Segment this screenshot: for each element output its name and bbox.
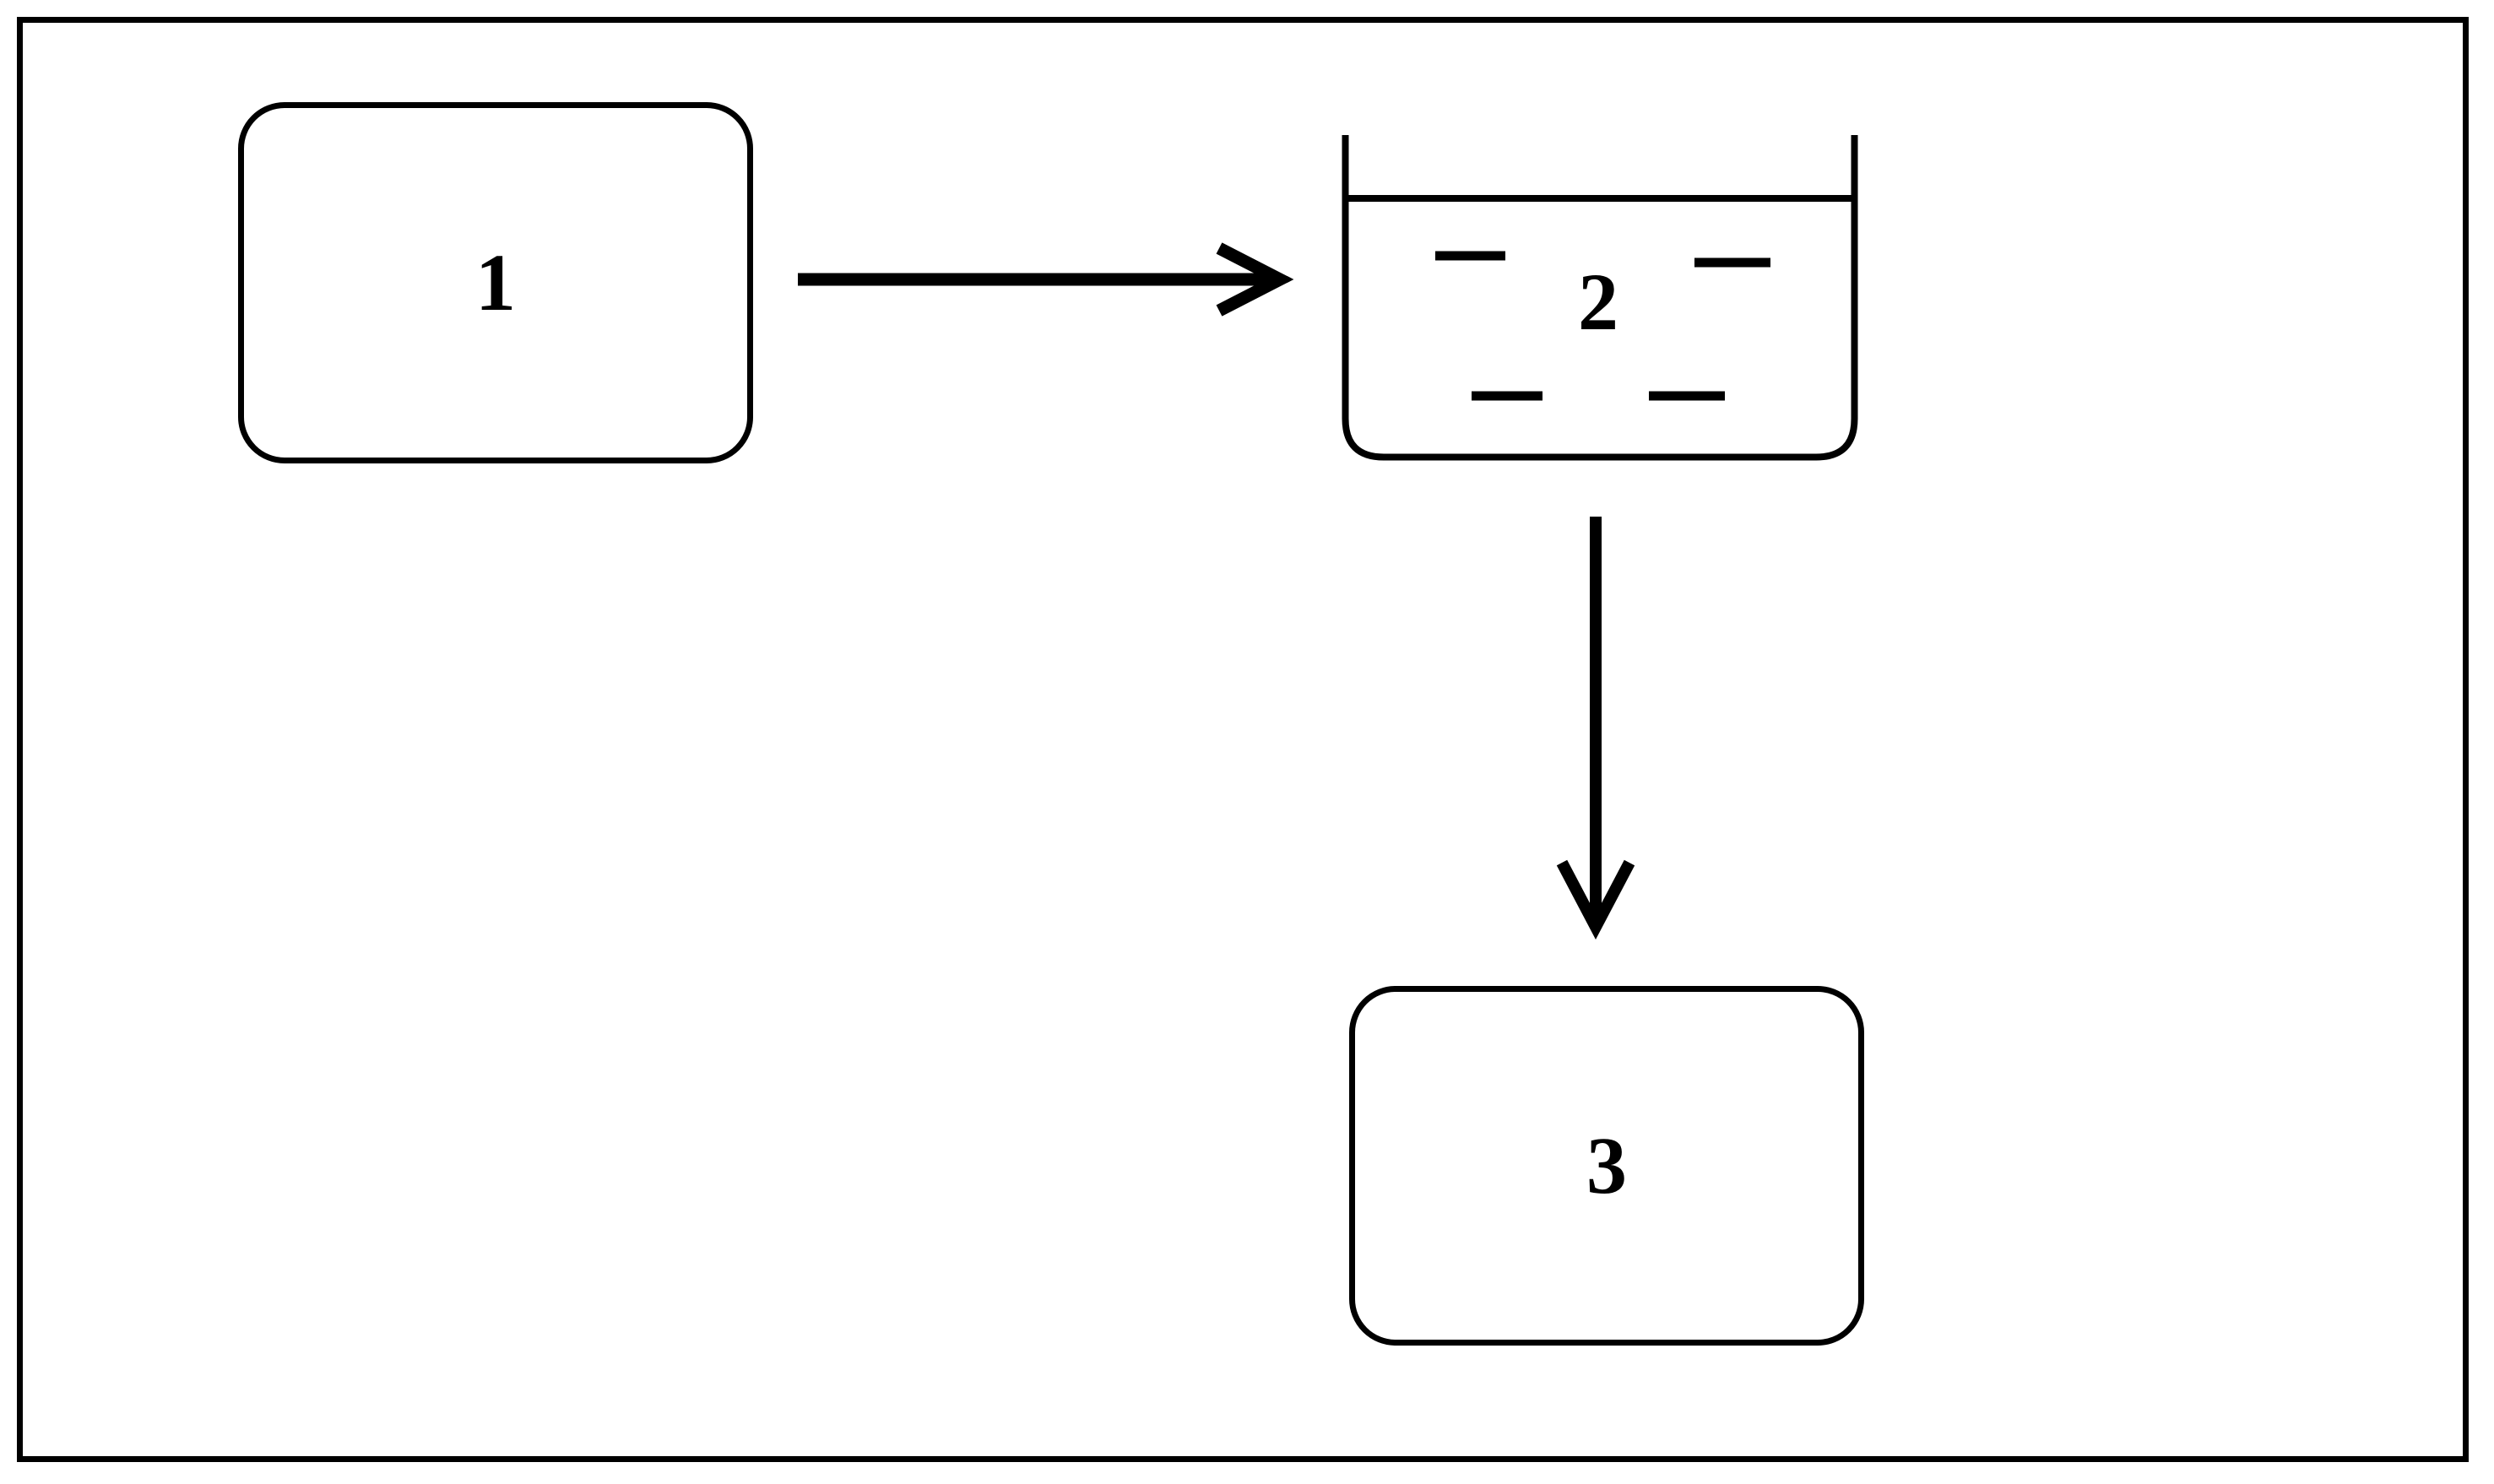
node-1-rounded-rect: 1 (238, 102, 753, 463)
arrow-right-icon (798, 242, 1294, 317)
arrow-right-head (1216, 242, 1294, 317)
outer-border-frame (17, 17, 2469, 1462)
beaker-outline (1342, 135, 1858, 461)
node-2-label: 2 (1578, 257, 1618, 347)
node-3-rounded-rect: 3 (1349, 986, 1864, 1346)
node-1-label: 1 (475, 237, 516, 328)
beaker-icon (1342, 135, 1858, 461)
arrow-down-head (1556, 859, 1635, 940)
node-3-label: 3 (1586, 1120, 1627, 1210)
arrow-down-icon (1556, 517, 1635, 940)
